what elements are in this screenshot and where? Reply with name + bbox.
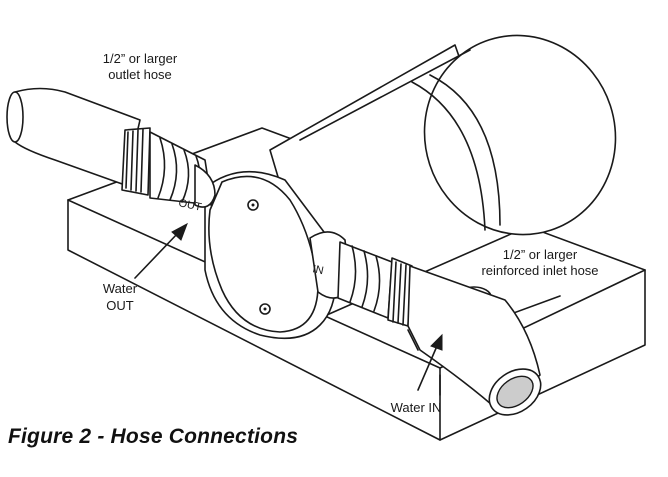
in-port-label: IN bbox=[311, 263, 324, 277]
outlet-hose-label-line2: outlet hose bbox=[108, 67, 172, 82]
pump-head-screw-bottom-icon bbox=[259, 303, 271, 315]
water-out-label-line1: Water bbox=[103, 281, 138, 296]
outlet-hose-label-line1: 1/2” or larger bbox=[103, 51, 178, 66]
water-out-arrow-icon bbox=[134, 222, 188, 279]
inlet-hose-label-line2: reinforced inlet hose bbox=[481, 263, 598, 278]
out-port-label: OUT bbox=[177, 197, 202, 214]
figure-caption: Figure 2 - Hose Connections bbox=[8, 425, 299, 448]
outlet-fitting bbox=[121, 127, 216, 208]
inlet-hose-label-line1: 1/2” or larger bbox=[503, 247, 578, 262]
water-in-arrow-icon bbox=[417, 333, 443, 391]
pump-head-screw-top-icon bbox=[247, 199, 259, 211]
water-out-label-line2: OUT bbox=[106, 298, 134, 313]
outlet-hose bbox=[6, 87, 141, 186]
water-in-label: Water IN bbox=[391, 400, 442, 415]
inlet-hose-end bbox=[488, 368, 542, 416]
inlet-fitting bbox=[309, 231, 413, 327]
pump-head bbox=[204, 170, 337, 340]
